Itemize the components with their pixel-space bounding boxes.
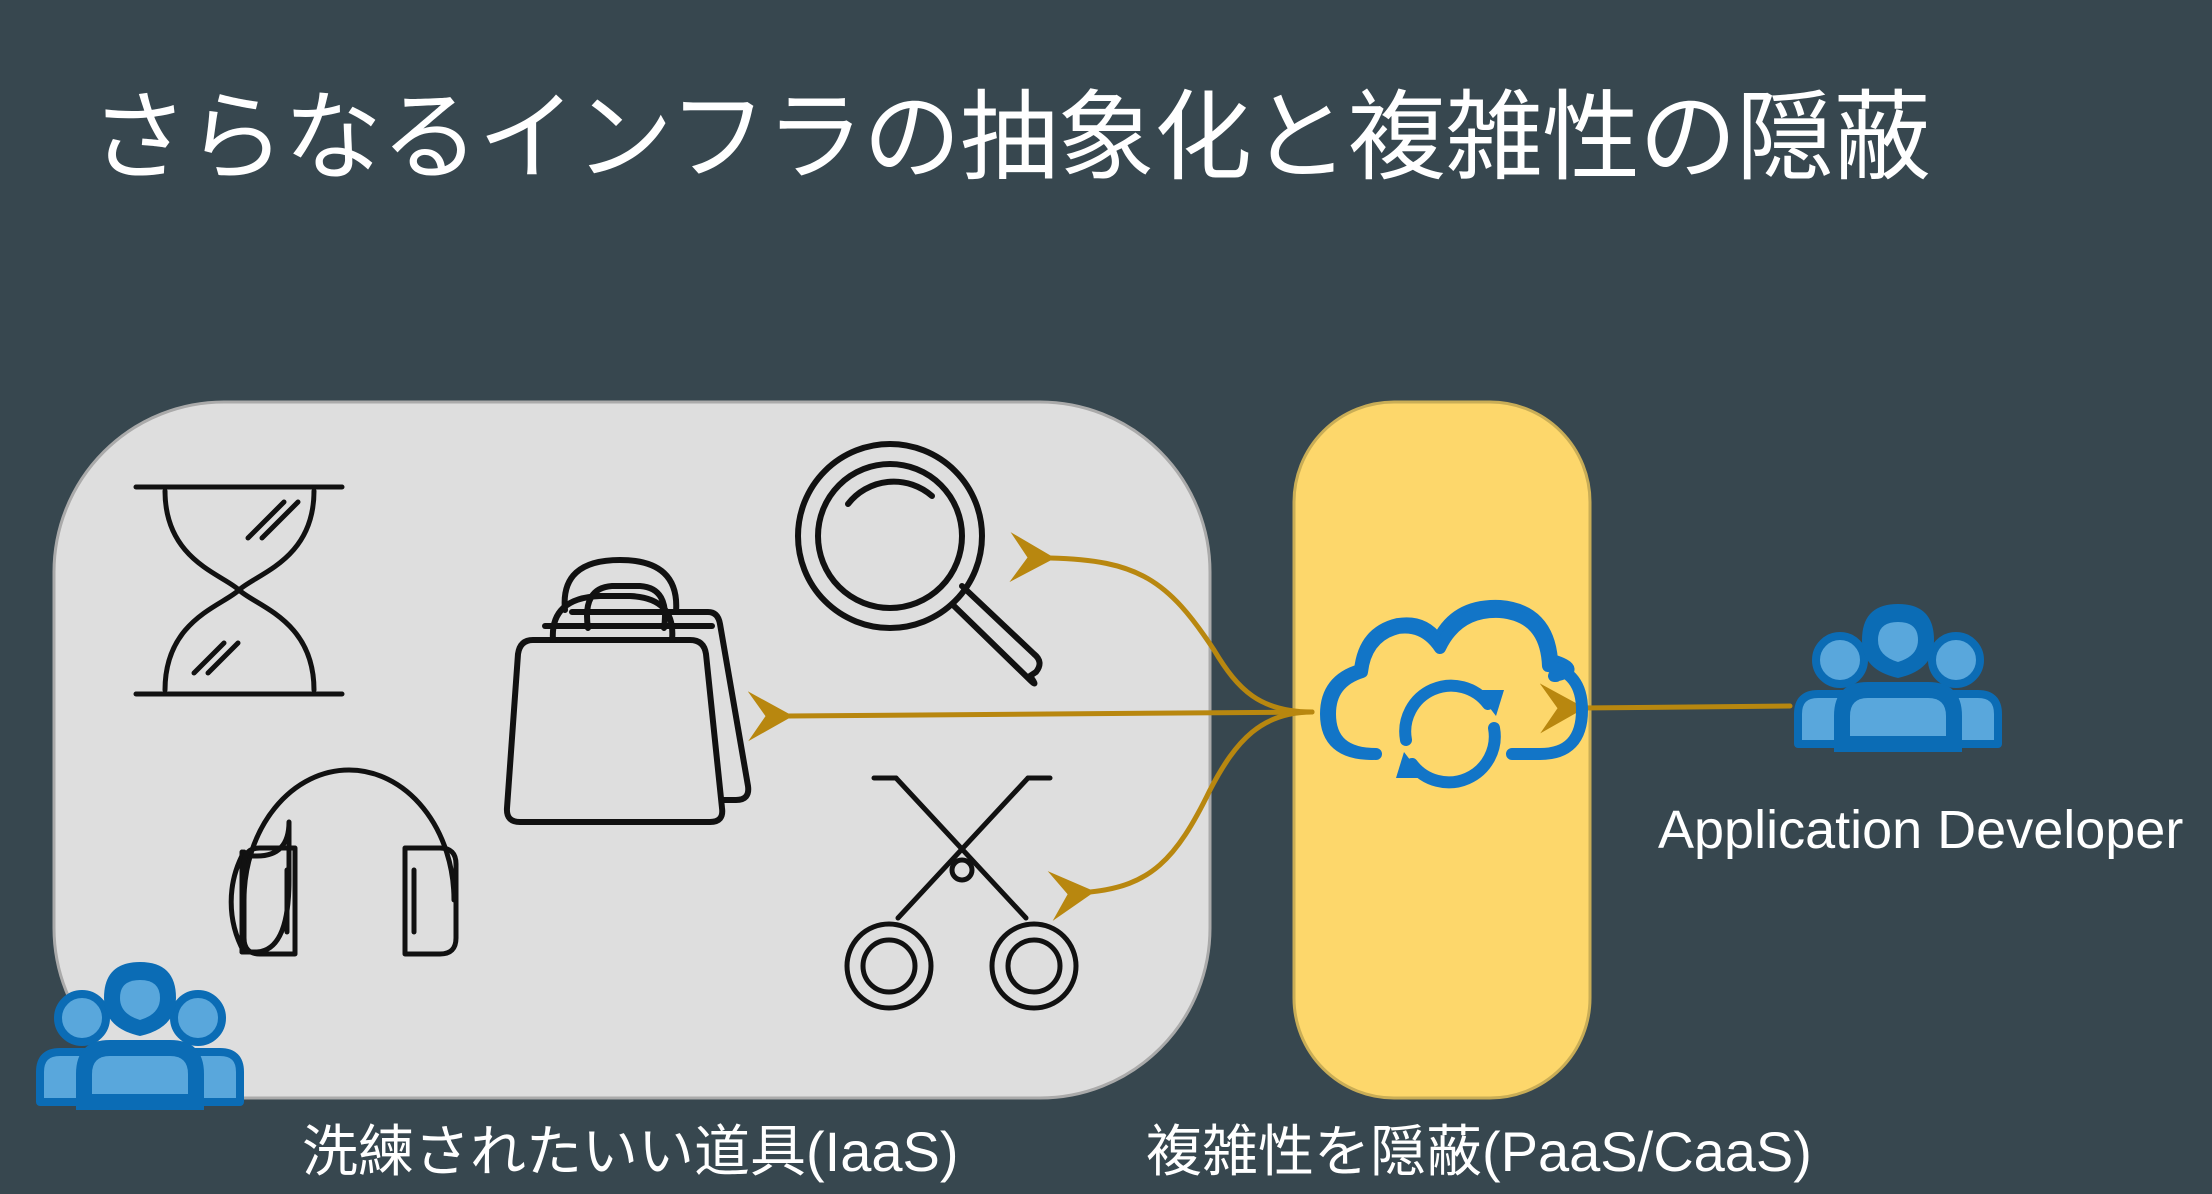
headphones-icon bbox=[228, 767, 459, 957]
developer-label: Application Developer bbox=[1658, 800, 2184, 860]
arrow-from-developer bbox=[1539, 683, 1793, 734]
shopping-bags-icon bbox=[503, 557, 752, 825]
scissors-icon bbox=[844, 775, 1079, 1011]
paas-panel bbox=[1292, 400, 1592, 1100]
user-group-icon bbox=[1798, 604, 1998, 752]
hourglass-icon bbox=[133, 484, 345, 697]
arrow-to-bags bbox=[747, 691, 1315, 742]
iaas-label: 洗練されたいい道具(IaaS) bbox=[302, 1120, 959, 1183]
cloud-sync-icon bbox=[1320, 599, 1588, 789]
slide-title: さらなるインフラの抽象化と複雑性の隠蔽 bbox=[90, 81, 1931, 195]
arrow-to-scissors bbox=[1047, 709, 1315, 921]
magnifier-icon bbox=[795, 441, 1043, 687]
routing-arrows bbox=[747, 532, 1793, 921]
arrow-to-magnifier bbox=[1009, 532, 1315, 715]
paas-label: 複雑性を隠蔽(PaaS/CaaS) bbox=[1146, 1120, 1812, 1183]
